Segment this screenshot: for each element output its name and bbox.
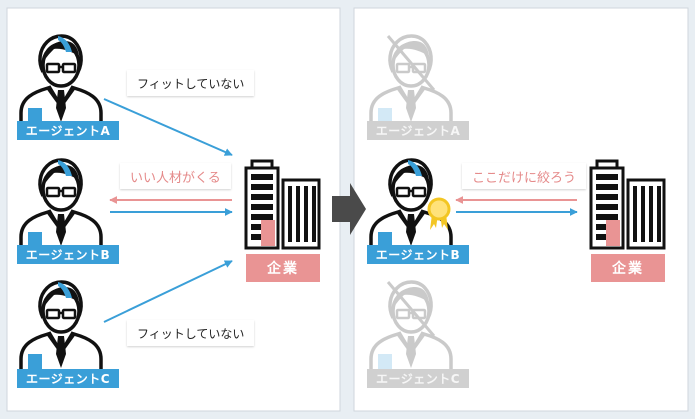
right-arrow-icon (332, 183, 366, 235)
company-label: 企業 (591, 254, 665, 282)
agent-c-label-dimmed: エージェントC (367, 369, 469, 388)
bubble-narrow-down: ここだけに絞ろう (462, 163, 587, 189)
arrow-agent-c-to-company (103, 260, 233, 323)
agent-b-label: エージェントB (17, 245, 119, 264)
agent-a-label-dimmed: エージェントA (367, 121, 469, 140)
arrow-agent-a-to-company (103, 98, 233, 156)
bubble-tail (157, 309, 165, 320)
cross-out-mark (386, 35, 436, 91)
head-accent (58, 160, 72, 176)
head-accent (58, 282, 72, 298)
bubble-good-talent: いい人材がくる (120, 163, 231, 189)
head-accent (408, 160, 422, 176)
bubble-not-fit-bottom: フィットしていない (127, 320, 255, 346)
agent-b-label-selected: エージェントB (367, 245, 469, 264)
agent-c-label: エージェントC (17, 369, 119, 388)
agent-a-label: エージェントA (17, 121, 119, 140)
medal-icon (427, 197, 451, 230)
cross-out-mark (386, 281, 436, 337)
company-label: 企業 (246, 254, 320, 282)
bubble-not-fit-top: フィットしていない (127, 70, 255, 96)
head-accent (58, 36, 72, 52)
